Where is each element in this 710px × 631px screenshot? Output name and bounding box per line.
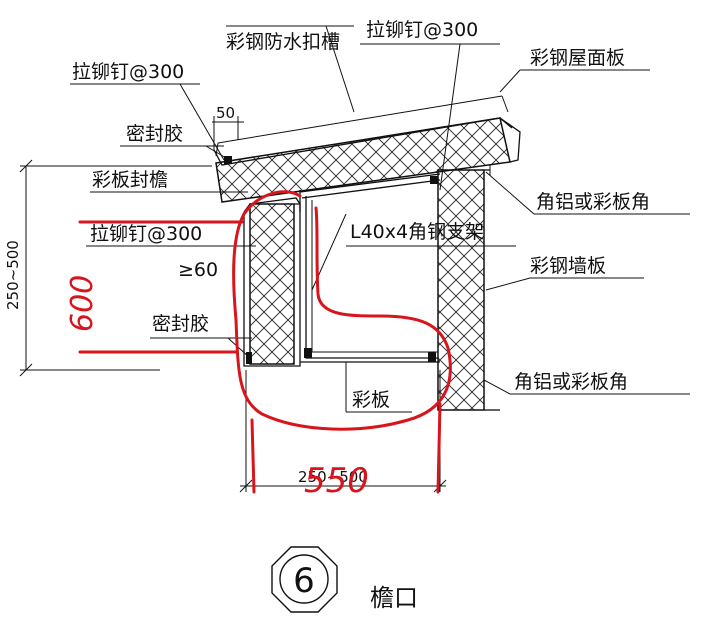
label-panel-eave: 彩板封檐 xyxy=(92,169,168,191)
detail-number: 6 xyxy=(293,561,315,601)
label-rivet-top-left: 拉铆钉@300 xyxy=(72,61,184,83)
label-sealant-bottom: 密封胶 xyxy=(152,313,209,335)
label-corner-bottom: 角铝或彩板角 xyxy=(514,371,628,393)
label-rivet-top-right: 拉铆钉@300 xyxy=(366,19,478,41)
label-spacing-50: 50 xyxy=(216,104,235,122)
sealant-top xyxy=(224,156,232,164)
detail-title: 檐口 xyxy=(370,584,418,612)
label-corner-top: 角铝或彩板角 xyxy=(536,191,650,213)
gutter-cap xyxy=(213,117,513,166)
wall-panel xyxy=(437,169,485,411)
label-wall-panel: 彩钢墙板 xyxy=(530,255,606,277)
red-markup-outline xyxy=(232,190,452,431)
eave-panel xyxy=(249,203,295,365)
label-angle-bracket: L40x4角钢支架 xyxy=(350,221,484,243)
detail-number-circle xyxy=(279,554,329,604)
label-roof-panel: 彩钢屋面板 xyxy=(530,47,625,69)
dim-horizontal: 250~500 xyxy=(298,468,368,486)
label-rivet-mid: 拉铆钉@300 xyxy=(90,223,202,245)
label-gutter: 彩钢防水扣槽 xyxy=(226,31,340,53)
label-sealant-top: 密封胶 xyxy=(126,123,183,145)
dim-vertical: 250~500 xyxy=(4,240,22,310)
detail-number-octagon xyxy=(271,546,338,613)
label-min-60: ≥60 xyxy=(178,259,218,281)
handwritten-horizontal-note: 550 xyxy=(304,461,369,501)
label-color-panel: 彩板 xyxy=(352,389,390,411)
handwritten-vertical-note: 600 xyxy=(65,275,100,332)
